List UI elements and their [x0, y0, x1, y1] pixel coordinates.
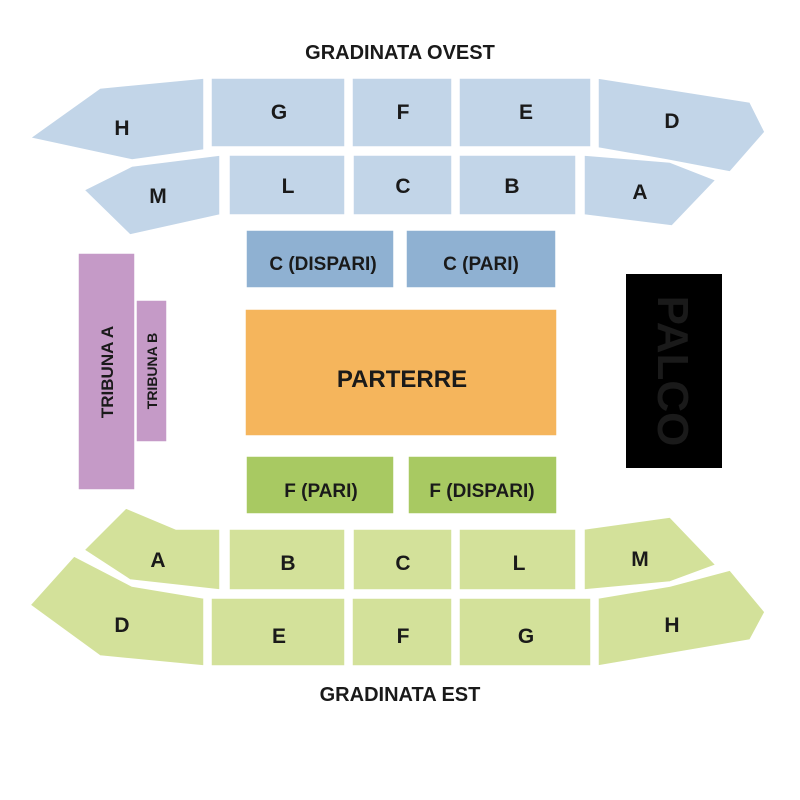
c-pari-label: C (PARI) [443, 254, 519, 275]
tribuna-b-section[interactable] [135, 299, 168, 443]
stage: PALCO [626, 274, 722, 468]
ovest-section-f-label: F [397, 101, 410, 124]
est-section-a-label: A [150, 549, 165, 572]
ovest-section-c-label: C [395, 175, 410, 198]
est-section-e[interactable] [210, 597, 346, 667]
est-section-m-label: M [631, 548, 649, 571]
ovest-section-a-label: A [632, 181, 647, 204]
tribuna-a-label: TRIBUNA A [98, 326, 117, 418]
est-section-e-label: E [272, 625, 286, 648]
ovest-section-c[interactable] [352, 154, 453, 216]
f-pari-section[interactable] [245, 455, 395, 515]
est-section-d-label: D [114, 614, 129, 637]
f-dispari-section[interactable] [407, 455, 558, 515]
parterre-label: PARTERRE [337, 366, 467, 393]
c-pari-section[interactable] [405, 229, 557, 289]
gradinata-est: A B C L M D E F G H [28, 507, 766, 667]
ovest-section-l-label: L [282, 175, 295, 198]
est-section-h[interactable] [597, 569, 766, 667]
palco-stage [626, 274, 722, 468]
est-section-g[interactable] [458, 597, 592, 667]
est-section-l-label: L [513, 552, 526, 575]
ovest-section-m[interactable] [82, 154, 221, 236]
est-section-c-label: C [395, 552, 410, 575]
ovest-section-l[interactable] [228, 154, 346, 216]
est-section-f[interactable] [351, 597, 453, 667]
ovest-section-e-label: E [519, 101, 533, 124]
est-section-l[interactable] [458, 528, 577, 591]
ovest-section-a[interactable] [583, 154, 718, 227]
est-section-b[interactable] [228, 528, 346, 591]
gradinata-ovest-title: GRADINATA OVEST [305, 42, 495, 64]
est-section-d[interactable] [28, 555, 205, 667]
tribuna-b-label: TRIBUNA B [144, 333, 160, 409]
tribuna-a-section[interactable] [77, 252, 136, 491]
f-pari-label: F (PARI) [284, 481, 358, 502]
ovest-section-h[interactable] [28, 77, 205, 161]
c-dispari-section[interactable] [245, 229, 395, 289]
est-section-h-label: H [664, 614, 679, 637]
c-dispari-label: C (DISPARI) [269, 254, 376, 275]
ovest-section-b-label: B [504, 175, 519, 198]
floor-area: C (DISPARI) C (PARI) PARTERRE F (PARI) F… [244, 229, 558, 515]
palco-label: PALCO [648, 296, 697, 447]
est-section-f-label: F [397, 625, 410, 648]
est-section-a[interactable] [82, 507, 221, 591]
ovest-section-g[interactable] [210, 77, 346, 148]
est-section-m[interactable] [583, 516, 718, 591]
ovest-section-e[interactable] [458, 77, 592, 148]
ovest-section-b[interactable] [458, 154, 577, 216]
gradinata-ovest: H G F E D M L C B A [28, 77, 766, 236]
ovest-section-d-label: D [664, 110, 679, 133]
gradinata-est-title: GRADINATA EST [320, 684, 481, 706]
parterre-section[interactable] [244, 308, 558, 437]
ovest-section-m-label: M [149, 185, 167, 208]
ovest-section-h-label: H [114, 117, 129, 140]
est-section-b-label: B [280, 552, 295, 575]
ovest-section-g-label: G [271, 101, 287, 124]
est-section-g-label: G [518, 625, 534, 648]
f-dispari-label: F (DISPARI) [429, 481, 534, 502]
ovest-section-d[interactable] [597, 77, 766, 173]
tribunes: TRIBUNA A TRIBUNA B [77, 252, 168, 491]
est-section-c[interactable] [352, 528, 453, 591]
ovest-section-f[interactable] [351, 77, 453, 148]
